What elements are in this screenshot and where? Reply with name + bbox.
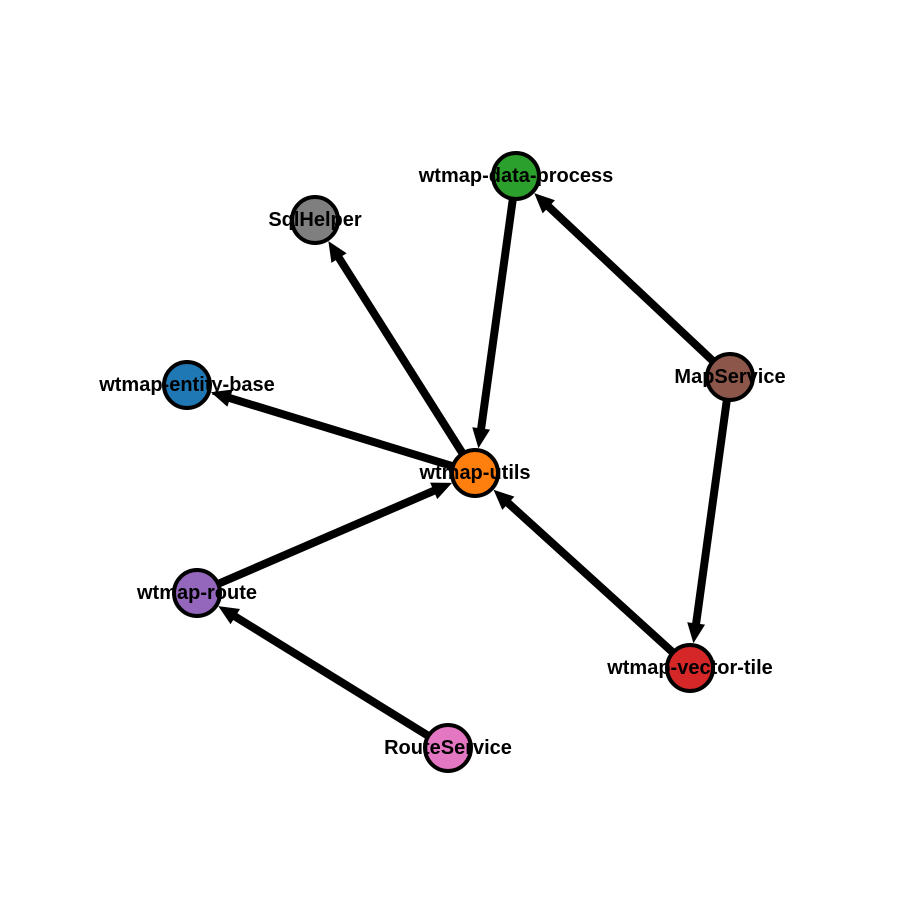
node-route[interactable]	[172, 568, 222, 618]
node-data_process[interactable]	[491, 151, 541, 201]
node-label-sqlhelper: SqlHelper	[268, 209, 362, 231]
node-sqlhelper[interactable]	[290, 195, 340, 245]
edges-layer	[210, 193, 731, 740]
edge-utils-to-sqlhelper	[328, 241, 467, 456]
edge-line	[231, 612, 431, 740]
node-routeservice[interactable]	[423, 723, 473, 773]
arrowhead-icon	[210, 389, 233, 407]
arrowhead-icon	[687, 622, 706, 644]
edge-line	[216, 486, 438, 588]
edge-data_process-to-utils	[472, 198, 517, 449]
edge-route-to-utils	[216, 482, 453, 588]
edge-routeservice-to-route	[218, 606, 431, 740]
node-utils[interactable]	[450, 448, 500, 498]
arrowhead-icon	[472, 427, 491, 449]
arrowhead-icon	[430, 482, 453, 500]
arrowhead-icon	[534, 193, 555, 214]
arrowhead-icon	[493, 489, 515, 510]
edge-mapservice-to-vector_tile	[687, 399, 731, 644]
edge-line	[544, 202, 716, 365]
arrowhead-icon	[218, 606, 241, 625]
edge-line	[476, 198, 517, 431]
node-label-mapservice: MapService	[674, 366, 785, 388]
edge-utils-to-entity_base	[210, 389, 455, 471]
node-entity_base[interactable]	[162, 360, 212, 410]
edge-vector_tile-to-utils	[493, 489, 676, 656]
edge-line	[334, 254, 467, 456]
node-label-utils: wtmap-utils	[418, 462, 530, 484]
node-label-routeservice: RouteService	[384, 737, 512, 759]
node-label-data_process: wtmap-data-process	[418, 165, 614, 187]
node-label-entity_base: wtmap-entity-base	[98, 374, 275, 396]
nodes-layer	[162, 151, 755, 773]
node-vector_tile[interactable]	[665, 643, 715, 693]
edge-line	[504, 498, 676, 656]
node-label-vector_tile: wtmap-vector-tile	[606, 657, 773, 679]
node-label-route: wtmap-route	[136, 582, 257, 604]
arrowhead-icon	[328, 241, 347, 263]
node-mapservice[interactable]	[705, 352, 755, 402]
edge-line	[691, 399, 731, 626]
edge-line	[226, 393, 455, 471]
edge-mapservice-to-data_process	[534, 193, 716, 365]
